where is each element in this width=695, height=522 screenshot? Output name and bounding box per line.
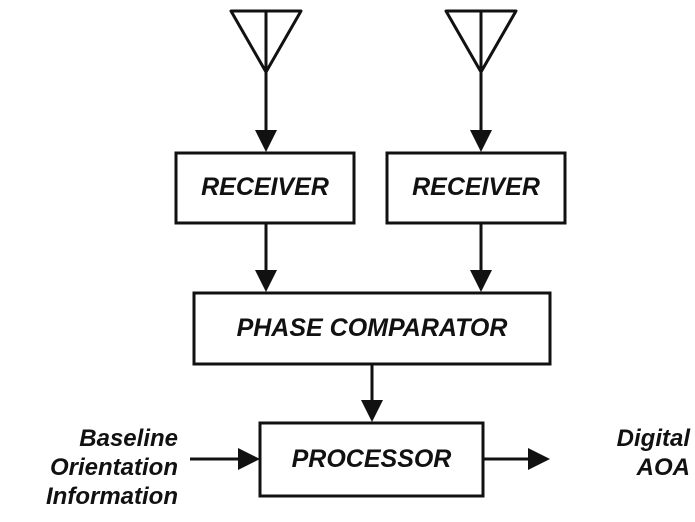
left-receiver-arrow bbox=[255, 223, 277, 292]
input-label: Baseline Orientation Information bbox=[0, 424, 178, 511]
phase-comparator-label: PHASE COMPARATOR bbox=[236, 314, 508, 342]
receiver-right-box bbox=[385, 151, 567, 225]
comparator-arrow bbox=[361, 364, 383, 422]
output-label-line-2: AOA bbox=[636, 454, 690, 481]
input-label-line-1: Baseline bbox=[79, 425, 178, 452]
input-label-line-2: Orientation bbox=[49, 454, 178, 481]
right-antenna-arrow bbox=[470, 72, 492, 152]
input-label-line-3: Information bbox=[46, 483, 178, 510]
input-arrow bbox=[190, 448, 260, 470]
processor-label: PROCESSOR bbox=[291, 445, 452, 473]
output-arrow bbox=[483, 448, 550, 470]
right-receiver-arrow bbox=[470, 223, 492, 292]
receiver-right-label: RECEIVER bbox=[412, 173, 540, 201]
receiver-left-box bbox=[174, 151, 356, 225]
output-label: Digital AOA bbox=[580, 424, 690, 482]
output-label-line-1: Digital bbox=[616, 425, 690, 452]
left-antenna-arrow bbox=[255, 72, 277, 152]
receiver-left-label: RECEIVER bbox=[201, 173, 329, 201]
right-antenna-icon bbox=[444, 9, 518, 74]
left-antenna-icon bbox=[229, 9, 303, 74]
